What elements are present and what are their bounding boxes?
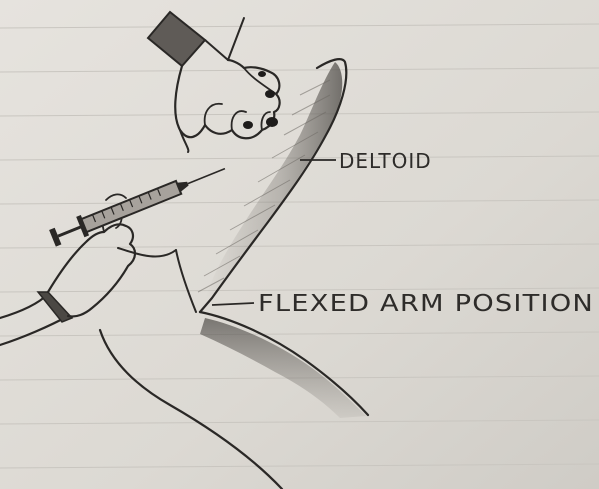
- fingernail-2: [243, 121, 253, 129]
- flexed-arm-position-label: FLEXED ARM POSITION: [258, 291, 594, 317]
- fingernail-1: [266, 117, 278, 127]
- fingernail-4: [258, 71, 266, 77]
- fingernail-3: [265, 90, 275, 98]
- deltoid-label: DELTOID: [339, 149, 432, 173]
